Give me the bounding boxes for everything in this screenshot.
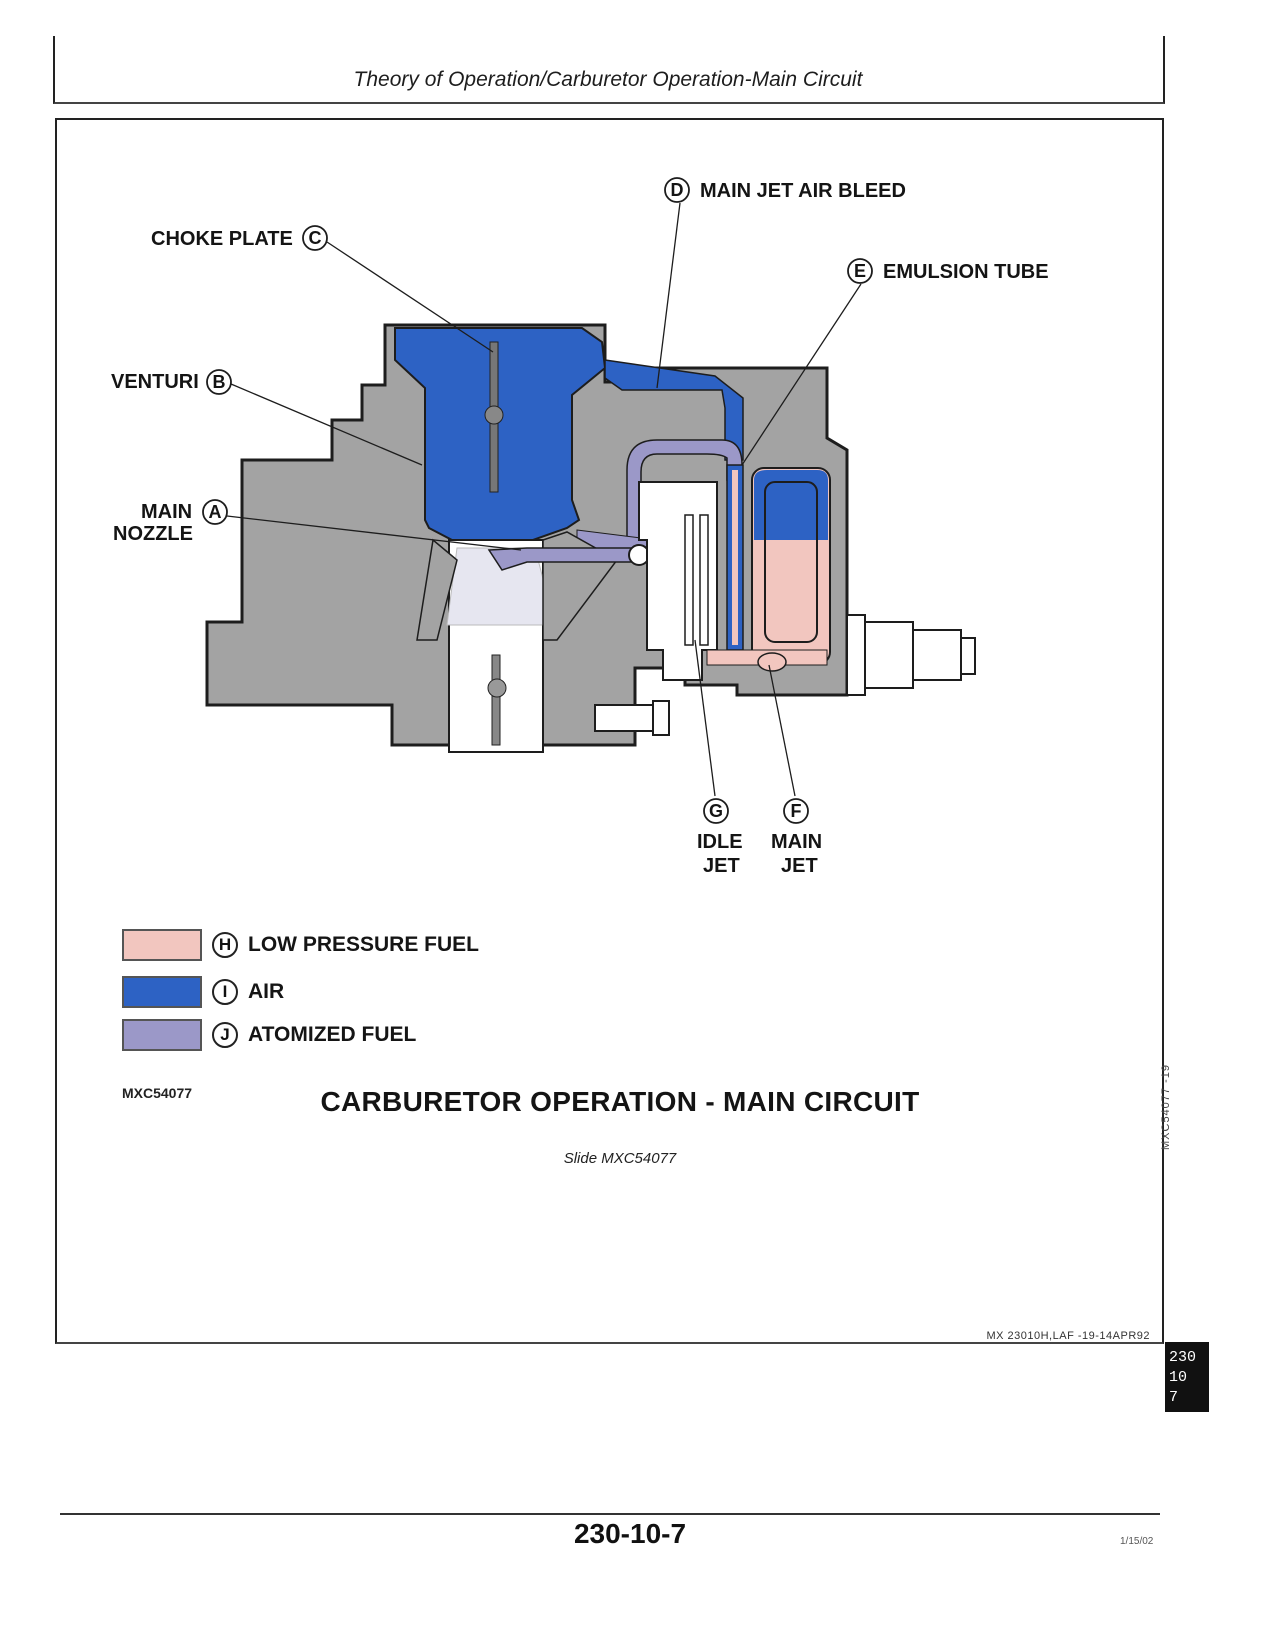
air-horn <box>394 327 607 541</box>
section-title: Theory of Operation/Carburetor Operation… <box>353 68 863 91</box>
inlet-fitting-2 <box>864 621 914 689</box>
label-main-nozzle-1: MAIN <box>141 501 192 523</box>
leader-emulsion-tube <box>741 283 862 466</box>
emulsion-tube-core <box>732 470 738 645</box>
legend-letter: J <box>212 1022 238 1048</box>
section-tab: 230 10 7 <box>1165 1342 1209 1412</box>
throttle-plate <box>491 654 501 746</box>
choke-shaft <box>484 405 504 425</box>
main-jet <box>757 652 787 672</box>
legend-item-low-pressure-fuel: H LOW PRESSURE FUEL <box>122 928 479 962</box>
legend-item-air: I AIR <box>122 975 284 1009</box>
idle-jet-tube-2 <box>699 514 709 646</box>
carburetor-diagram: C B A D E G F CHOKE PLATE VENTURI MAIN N… <box>111 177 1049 877</box>
idle-well <box>638 481 718 681</box>
label-main-jet-2: JET <box>781 855 818 877</box>
legend-letter: I <box>212 979 238 1005</box>
footer-rule <box>60 1513 1160 1515</box>
callout-letter-d: D <box>671 180 684 200</box>
leader-idle-jet <box>694 639 716 797</box>
label-main-jet-1: MAIN <box>771 831 822 853</box>
legend-swatch <box>122 929 202 961</box>
idle-screw-head <box>652 700 670 736</box>
leader-choke-plate <box>326 241 494 353</box>
legend-item-atomized-fuel: J ATOMIZED FUEL <box>122 1018 416 1052</box>
leader-venturi <box>230 383 423 466</box>
fuel-bowl-air-space <box>754 470 828 540</box>
tab-line: 230 <box>1169 1349 1197 1366</box>
inlet-fitting-3 <box>912 629 962 681</box>
legend-swatch <box>122 976 202 1008</box>
label-idle-jet-2: JET <box>703 855 740 877</box>
callout-letter-a: A <box>209 502 222 522</box>
legend-swatch <box>122 1019 202 1051</box>
legend-label: LOW PRESSURE FUEL <box>248 933 480 956</box>
tab-line: 7 <box>1169 1389 1179 1406</box>
leader-main-nozzle <box>226 515 522 551</box>
page-number: 230-10-7 <box>573 1518 687 1549</box>
legend-label: ATOMIZED FUEL <box>248 1023 417 1046</box>
throttle-shaft <box>487 678 507 698</box>
legend-letter: H <box>212 932 238 958</box>
venturi-wall-left <box>416 538 458 641</box>
idle-screw-body <box>594 704 654 732</box>
tab-line: 10 <box>1169 1369 1188 1386</box>
leader-lines <box>226 202 862 797</box>
slide-caption: Slide MXC54077 <box>563 1150 677 1167</box>
float <box>764 481 818 643</box>
leader-main-jet <box>768 664 796 797</box>
callout-letter-b: B <box>213 372 226 392</box>
print-code: 1/15/02 <box>1120 1536 1154 1547</box>
label-choke-plate: CHOKE PLATE <box>151 228 293 250</box>
idle-jet-tube <box>684 514 694 646</box>
label-main-jet-air-bleed: MAIN JET AIR BLEED <box>700 180 906 202</box>
inlet-fitting-1 <box>846 614 866 696</box>
side-reference: MXC54077 -19 <box>1160 1064 1172 1150</box>
label-emulsion-tube: EMULSION TUBE <box>883 261 1049 283</box>
label-venturi: VENTURI <box>111 371 199 393</box>
inlet-fitting-4 <box>960 637 976 675</box>
legend-label: AIR <box>248 980 285 1003</box>
callout-letter-f: F <box>791 801 802 821</box>
header-frame <box>53 36 1165 104</box>
figure-caption: CARBURETOR OPERATION - MAIN CIRCUIT <box>320 1086 920 1117</box>
callout-letter-e: E <box>854 261 866 281</box>
label-idle-jet-1: IDLE <box>697 831 743 853</box>
leader-main-jet-air-bleed <box>656 202 681 389</box>
label-main-nozzle-2: NOZZLE <box>113 523 193 545</box>
figure-frame <box>55 118 1164 1344</box>
callout-letter-c: C <box>309 228 322 248</box>
callout-circles <box>202 177 873 824</box>
figure-code: MXC54077 <box>122 1085 193 1101</box>
callout-letter-g: G <box>709 801 723 821</box>
document-reference: MX 23010H,LAF -19-14APR92 <box>986 1330 1150 1342</box>
